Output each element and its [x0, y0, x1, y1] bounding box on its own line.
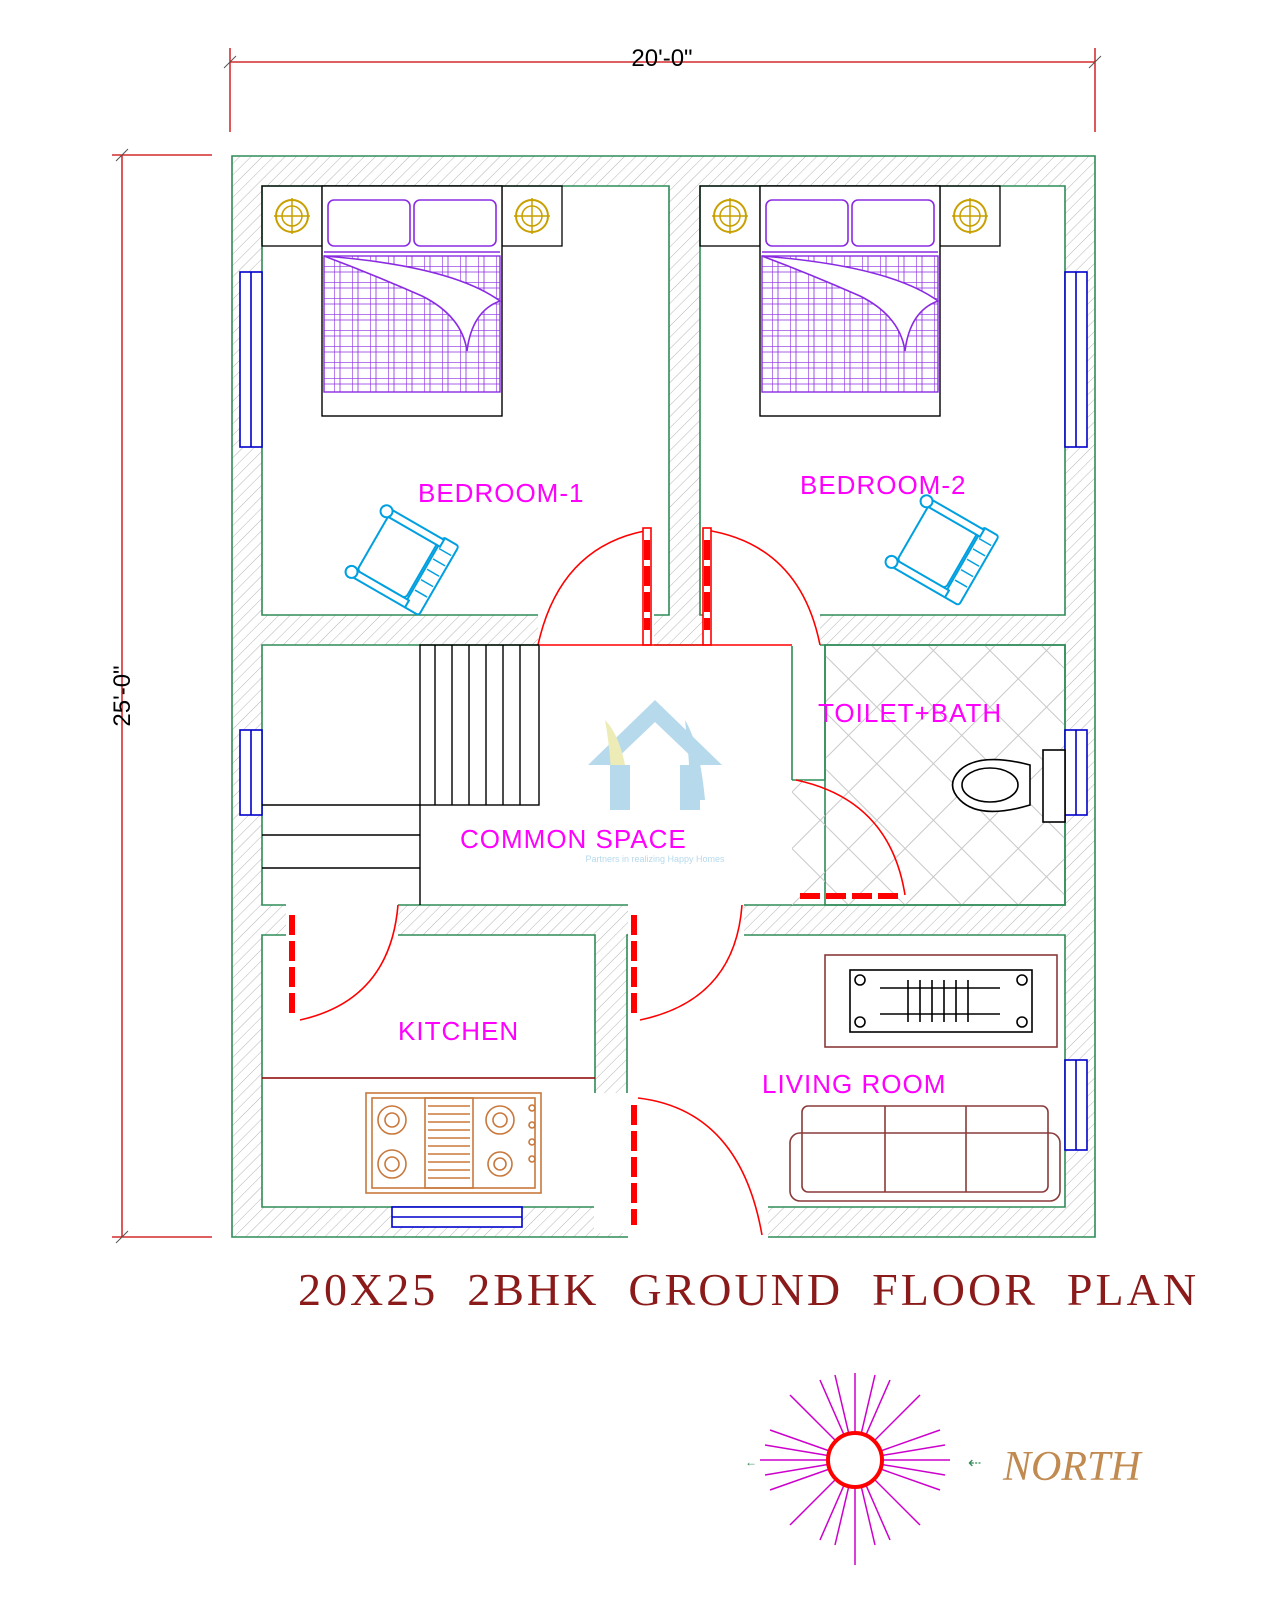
bed-icon [699, 185, 1001, 417]
stove-icon [365, 1092, 542, 1194]
north-label: NORTH [1002, 1444, 1143, 1490]
svg-text:⇠: ⇠ [968, 1455, 981, 1472]
chair-icon [342, 502, 460, 619]
toilet-icon [951, 749, 1066, 823]
height-dimension: 25'-0" [109, 148, 212, 1244]
compass-icon: ← ⇠ NORTH [745, 1373, 1143, 1565]
chair-icon [882, 492, 1000, 609]
room-label-common-space: COMMON SPACE [460, 824, 687, 854]
width-dimension-label: 20'-0" [631, 45, 692, 72]
house-logo-icon: Partners in realizing Happy Homes [585, 700, 725, 864]
plan-title: 20X25 2BHK GROUND FLOOR PLAN [298, 1264, 1199, 1315]
room-label-bedroom-1: BEDROOM-1 [418, 478, 584, 508]
height-dimension-label: 25'-0" [109, 665, 136, 726]
width-dimension: 20'-0" [223, 45, 1102, 132]
bed-icon [261, 185, 563, 417]
table-icon [824, 954, 1058, 1048]
staircase-icon [262, 644, 792, 905]
watermark-tagline: Partners in realizing Happy Homes [585, 854, 725, 864]
room-label-living-room: LIVING ROOM [762, 1069, 946, 1099]
sofa-icon [789, 1105, 1061, 1202]
room-label-toilet-bath: TOILET+BATH [818, 698, 1002, 728]
room-label-kitchen: KITCHEN [398, 1016, 519, 1046]
svg-text:←: ← [745, 1455, 757, 1469]
windows [239, 271, 1088, 1228]
room-label-bedroom-2: BEDROOM-2 [800, 470, 966, 500]
